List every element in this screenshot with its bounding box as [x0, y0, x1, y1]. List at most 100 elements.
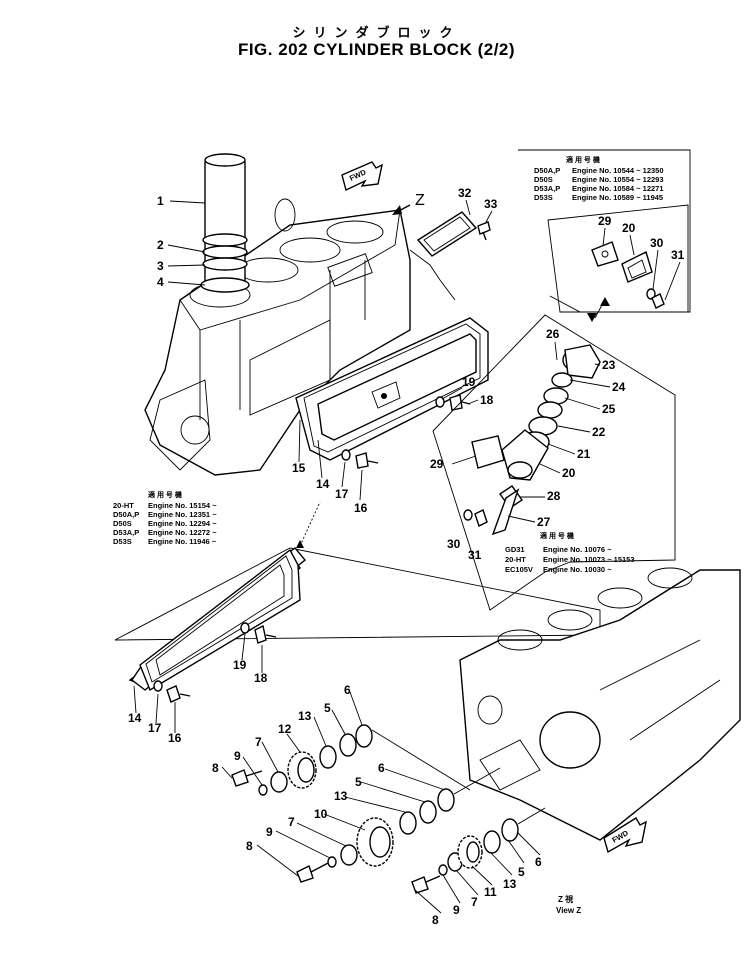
callout-5-c: 5 — [518, 865, 525, 879]
callout-11: 11 — [484, 885, 497, 899]
callout-5-b: 5 — [355, 775, 362, 789]
svg-text:Engine No. 12294 ~: Engine No. 12294 ~ — [148, 519, 217, 528]
z-view-marker: Z — [392, 192, 425, 215]
callout-13-c: 13 — [503, 877, 517, 891]
svg-text:20-HT: 20-HT — [113, 501, 134, 510]
callout-14-lower: 14 — [128, 711, 142, 725]
svg-text:D53S: D53S — [113, 537, 132, 546]
svg-text:D50S: D50S — [113, 519, 132, 528]
callout-20-inset: 20 — [622, 221, 636, 235]
cylinder-liner — [200, 153, 250, 293]
svg-text:Engine No. 15154 ~: Engine No. 15154 ~ — [148, 501, 217, 510]
title-japanese: シリンダブロック — [292, 25, 461, 40]
table-right-header: 適 用 号 機 — [540, 531, 574, 540]
callout-26: 26 — [546, 327, 560, 341]
gear-train — [231, 724, 546, 894]
svg-text:GD31: GD31 — [505, 545, 525, 554]
fwd-arrow-bottom: FWD — [603, 817, 647, 854]
applicability-table-right: 適 用 号 機 GD31 Engine No. 10076 ~ 20-HT En… — [505, 531, 635, 574]
callout-19-upper: 19 — [462, 375, 476, 389]
small-cover-32 — [416, 211, 491, 257]
inset-top-right — [591, 241, 665, 309]
callout-13-a: 13 — [298, 709, 312, 723]
svg-text:D53A,P: D53A,P — [113, 528, 139, 537]
callout-7-b: 7 — [288, 815, 295, 829]
svg-text:Engine No. 10030 ~: Engine No. 10030 ~ — [543, 565, 612, 574]
svg-text:Engine No. 10076 ~: Engine No. 10076 ~ — [543, 545, 612, 554]
callout-6-a: 6 — [344, 683, 351, 697]
table-top-header: 適 用 号 機 — [566, 155, 600, 164]
side-cover-lower — [128, 547, 306, 703]
callout-7-c: 7 — [471, 895, 478, 909]
callout-5-a: 5 — [324, 701, 331, 715]
callout-23: 23 — [602, 358, 616, 372]
svg-text:D53A,P: D53A,P — [534, 184, 560, 193]
side-cover-upper — [295, 317, 489, 461]
callout-10: 10 — [314, 807, 328, 821]
callout-29-inset: 29 — [598, 214, 612, 228]
callout-2: 2 — [157, 238, 164, 252]
callout-18-upper: 18 — [480, 393, 494, 407]
callout-7-a: 7 — [255, 735, 262, 749]
callout-1: 1 — [157, 194, 164, 208]
svg-text:D50S: D50S — [534, 175, 553, 184]
svg-text:Engine No. 10589 ~ 11945: Engine No. 10589 ~ 11945 — [572, 193, 663, 202]
callout-29: 29 — [430, 457, 444, 471]
callout-9-b: 9 — [266, 825, 273, 839]
callout-19-lower: 19 — [233, 658, 247, 672]
callout-24: 24 — [612, 380, 626, 394]
figure-title: FIG. 202 CYLINDER BLOCK (2/2) — [237, 40, 516, 59]
svg-text:Engine No. 12351 ~: Engine No. 12351 ~ — [148, 510, 217, 519]
callout-27: 27 — [537, 515, 551, 529]
svg-text:D53S: D53S — [534, 193, 553, 202]
callout-32: 32 — [458, 186, 472, 200]
callout-20: 20 — [562, 466, 576, 480]
svg-text:Engine No. 10073 ~ 15153: Engine No. 10073 ~ 15153 — [543, 555, 635, 564]
svg-text:Engine No. 11946 ~: Engine No. 11946 ~ — [148, 537, 217, 546]
callout-18-lower: 18 — [254, 671, 268, 685]
callout-25: 25 — [602, 402, 616, 416]
table-left-header: 適 用 号 機 — [148, 490, 182, 499]
callout-8-c: 8 — [432, 913, 439, 927]
callout-17-upper: 17 — [335, 487, 349, 501]
callout-6-c: 6 — [535, 855, 542, 869]
callout-30-inset: 30 — [650, 236, 664, 250]
callout-15: 15 — [292, 461, 306, 475]
callout-9-a: 9 — [234, 749, 241, 763]
callout-13-b: 13 — [334, 789, 348, 803]
applicability-table-left: 適 用 号 機 20-HT Engine No. 15154 ~ D50A,P … — [113, 490, 217, 546]
callout-14-upper: 14 — [316, 477, 330, 491]
svg-text:EC105V: EC105V — [505, 565, 533, 574]
svg-text:Engine No. 10544 ~ 12350: Engine No. 10544 ~ 12350 — [572, 166, 664, 175]
callout-16-lower: 16 — [168, 731, 182, 745]
callout-8-a: 8 — [212, 761, 219, 775]
svg-text:D50A,P: D50A,P — [113, 510, 139, 519]
callout-8-b: 8 — [246, 839, 253, 853]
callout-4: 4 — [157, 275, 164, 289]
cylinder-block-lower — [459, 567, 741, 841]
leader-lines — [133, 199, 681, 914]
callout-33: 33 — [484, 197, 498, 211]
applicability-table-top: 適 用 号 機 D50A,P Engine No. 10544 ~ 12350 … — [534, 155, 664, 202]
callout-17-lower: 17 — [148, 721, 162, 735]
svg-text:Engine No. 10584 ~ 12271: Engine No. 10584 ~ 12271 — [572, 184, 664, 193]
callout-16-upper: 16 — [354, 501, 368, 515]
callout-31: 31 — [468, 548, 482, 562]
view-z-jp: Z 視 — [558, 894, 573, 904]
callout-3: 3 — [157, 259, 164, 273]
callout-9-c: 9 — [453, 903, 460, 917]
callout-28: 28 — [547, 489, 561, 503]
oil-filler-assembly — [463, 344, 601, 536]
callout-6-b: 6 — [378, 761, 385, 775]
svg-text:Engine No. 12272 ~: Engine No. 12272 ~ — [148, 528, 217, 537]
callout-numbers: 1 2 3 4 32 33 29 20 30 31 26 23 24 25 22… — [128, 186, 685, 927]
fwd-arrow-top: FWD — [341, 161, 383, 191]
callout-12: 12 — [278, 722, 292, 736]
view-z-caption: Z 視 View Z — [556, 894, 581, 915]
view-z-en: View Z — [556, 906, 581, 915]
svg-text:D50A,P: D50A,P — [534, 166, 560, 175]
svg-text:Engine No. 10554 ~ 12293: Engine No. 10554 ~ 12293 — [572, 175, 664, 184]
callout-21: 21 — [577, 447, 591, 461]
callout-22: 22 — [592, 425, 606, 439]
